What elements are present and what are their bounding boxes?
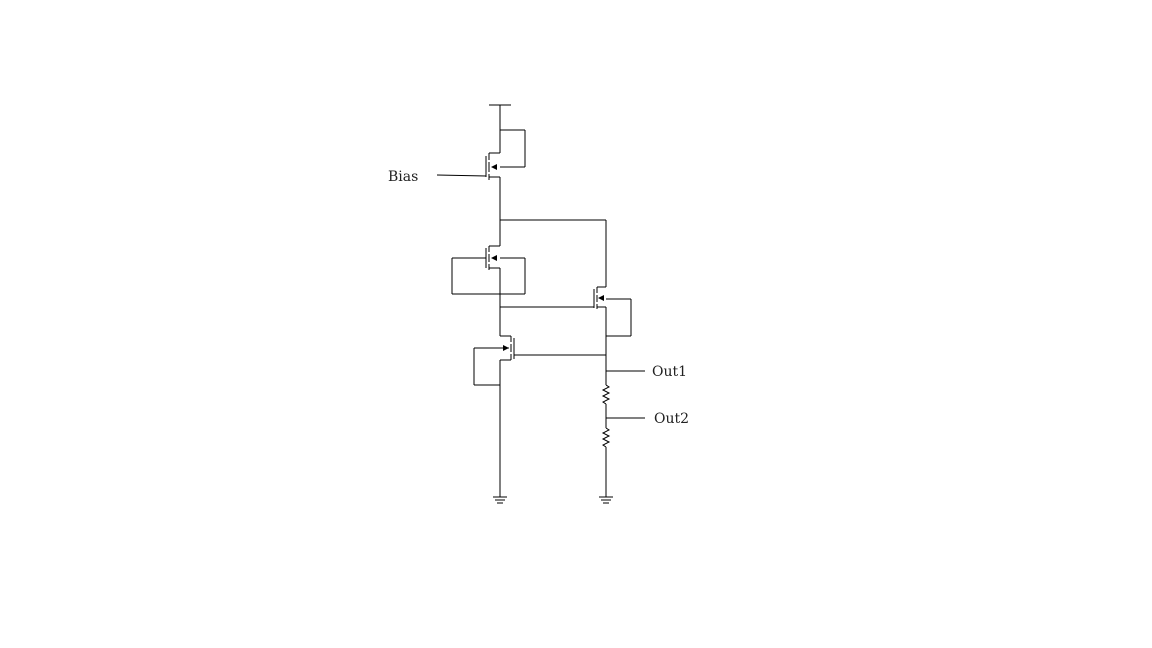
supply-rail: [489, 104, 511, 153]
upper-feedback-wire: [500, 219, 607, 287]
ground-left-icon: [493, 496, 507, 504]
pmos-bias-transistor: [485, 129, 526, 220]
resistor-lower: [601, 418, 611, 497]
out1-label: Out1: [652, 364, 687, 380]
bias-label: Bias: [388, 169, 418, 185]
resistor-upper: [601, 371, 611, 418]
pmos-mirror-transistor: [451, 220, 526, 336]
nmos-transistor: [473, 335, 606, 497]
bias-wire: [436, 174, 487, 177]
out2-label: Out2: [654, 411, 689, 427]
ground-right-icon: [599, 496, 613, 504]
pmos-output-transistor: [593, 286, 632, 371]
